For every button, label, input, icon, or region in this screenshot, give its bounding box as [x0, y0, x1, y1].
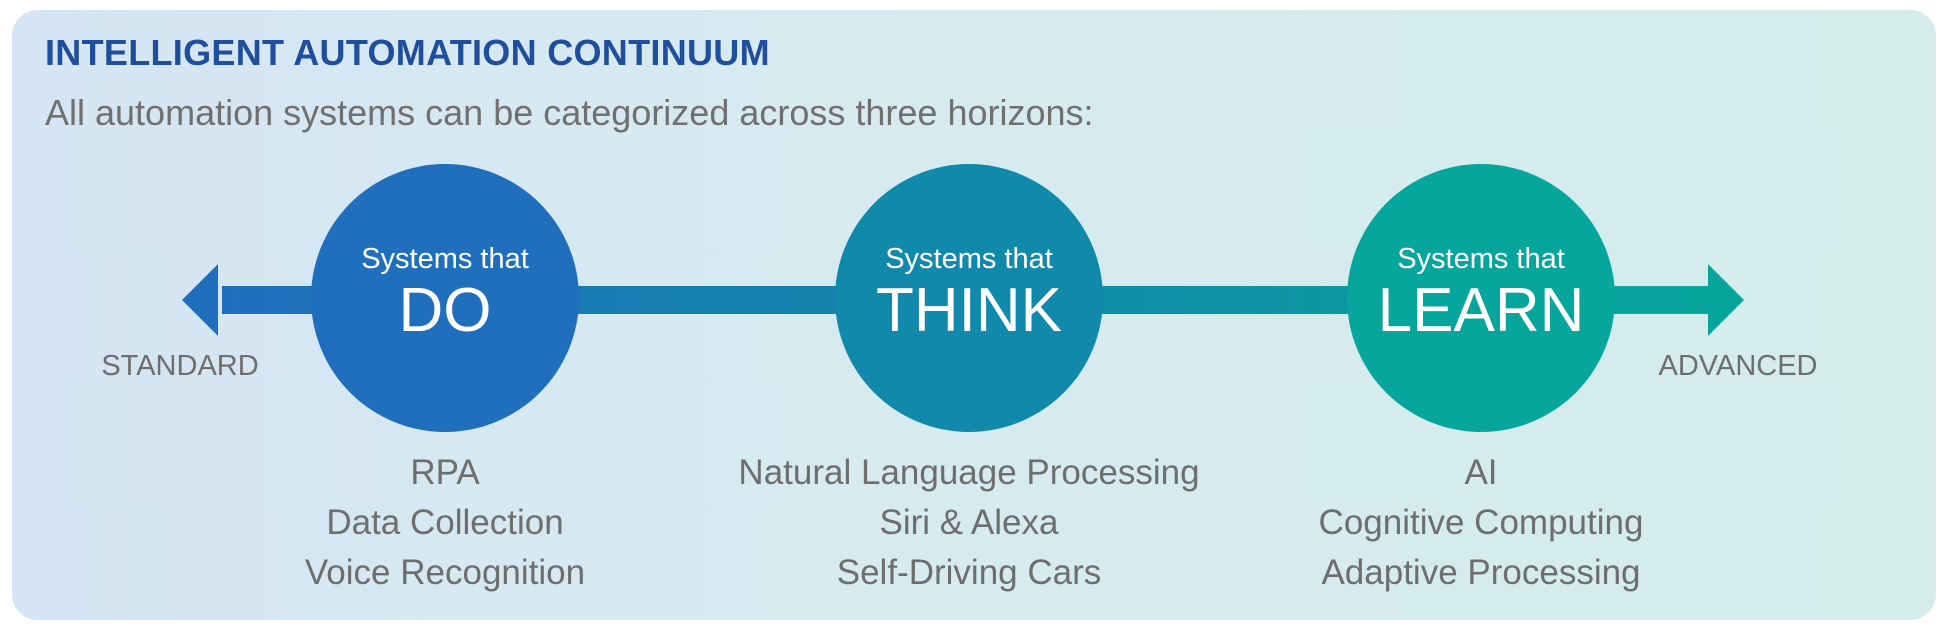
horizon-name: LEARN	[1377, 276, 1585, 345]
right-arrowhead-icon	[1708, 264, 1744, 336]
page-subtitle: All automation systems can be categorize…	[45, 92, 1094, 133]
example-item: AI	[1464, 453, 1498, 492]
example-item: RPA	[410, 453, 480, 492]
horizon-circle-do	[311, 164, 579, 432]
horizon-name: THINK	[876, 276, 1062, 345]
example-item: Cognitive Computing	[1318, 503, 1644, 542]
continuum-diagram	[182, 164, 1744, 432]
horizon-learn-text: Systems that LEARN	[1346, 242, 1616, 346]
example-item: Adaptive Processing	[1321, 553, 1641, 592]
horizon-do-examples: RPA Data Collection Voice Recognition	[185, 448, 705, 598]
example-item: Siri & Alexa	[879, 503, 1059, 542]
example-item: Self-Driving Cars	[836, 553, 1102, 592]
example-item: Data Collection	[326, 503, 564, 542]
horizon-think-text: Systems that THINK	[834, 242, 1104, 346]
horizon-do-text: Systems that DO	[310, 242, 580, 346]
horizon-circle-think	[835, 164, 1103, 432]
horizon-prefix: Systems that	[361, 243, 529, 275]
example-item: Natural Language Processing	[738, 453, 1200, 492]
horizon-name: DO	[398, 276, 492, 345]
horizon-learn-examples: AI Cognitive Computing Adaptive Processi…	[1221, 448, 1741, 598]
standard-label: STANDARD	[101, 350, 259, 382]
advanced-label: ADVANCED	[1658, 350, 1818, 382]
example-item: Voice Recognition	[304, 553, 586, 592]
horizon-prefix: Systems that	[885, 243, 1053, 275]
horizon-prefix: Systems that	[1397, 243, 1565, 275]
page-title: INTELLIGENT AUTOMATION CONTINUUM	[45, 32, 770, 73]
infographic-panel: INTELLIGENT AUTOMATION CONTINUUM All aut…	[12, 10, 1936, 620]
horizon-think-examples: Natural Language Processing Siri & Alexa…	[709, 448, 1229, 598]
horizon-circle-learn	[1347, 164, 1615, 432]
left-arrowhead-icon	[182, 264, 218, 336]
